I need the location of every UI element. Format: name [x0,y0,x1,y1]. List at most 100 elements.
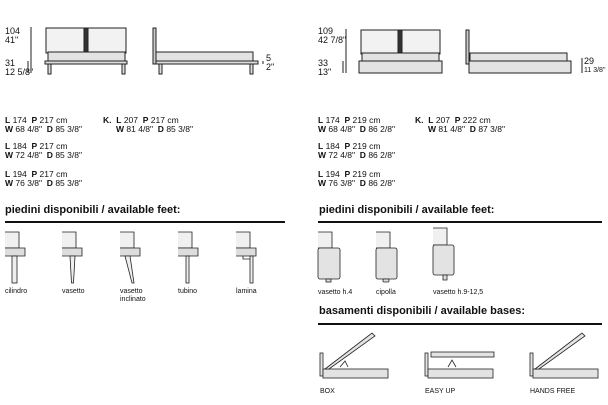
d-label: D [359,124,366,134]
left-base-dim: 31 12 5/8" [5,59,33,77]
dim-value: 12 5/8" [5,67,34,77]
p-label: P [454,115,461,125]
d-label: D [469,124,476,134]
foot-label: cipolla [376,289,396,296]
spec-value: 217 cm [39,141,68,151]
p-label: P [344,169,351,179]
w-label: W [5,178,14,188]
king-label: K. [103,115,112,125]
foot-label: vasetto h.4 [318,289,353,296]
l-label: L [428,115,434,125]
p-label: P [31,115,38,125]
spec-value: 76 3/8" [15,178,43,188]
dim-value: 42 7/8" [318,35,347,45]
spec-value: 86 2/8" [368,178,395,188]
foot-label: tubino [178,288,198,295]
p-label: P [31,141,38,151]
dim-value: 33 [318,58,329,68]
base-label: EASY UP [425,388,456,395]
spec-block: L 194 P 219 cm W 76 3/8" D 86 2/8" [318,170,395,188]
spec-value: 86 2/8" [368,150,395,160]
left-height-dim: 104 41" [5,27,20,45]
p-label: P [344,141,351,151]
feet-heading: piedini disponibili / available feet: [5,204,181,216]
spec-value: 194 [325,169,340,179]
p-label: P [31,169,38,179]
w-label: W [318,178,327,188]
spec-value: 76 3/8" [328,178,356,188]
right-base-dim: 33 13" [318,59,331,77]
spec-value: 217 cm [39,169,68,179]
foot-label: vasetto inclinato [120,288,146,303]
spec-block: L 184 P 217 cm W 72 4/8" D 85 3/8" [5,142,82,160]
foot-label: lamina [236,288,257,295]
king-spec-block: K. L 207 P 217 cm W 81 4/8" D 85 3/8" [103,116,193,134]
dim-value: 5 [266,53,272,63]
d-label: D [359,178,366,188]
dim-value: 11 3/8" [584,67,606,74]
dim-value: 2" [266,62,275,72]
w-label: W [5,124,14,134]
right-feet-icons-2 [375,227,455,283]
spec-value: 219 cm [352,169,381,179]
king-label: K. [415,115,424,125]
d-label: D [46,124,53,134]
right-bed-drawings [342,29,583,74]
foot-label: vasetto [62,288,85,295]
feet-icons [5,231,257,284]
divider [318,323,602,325]
dim-value: 31 [5,58,16,68]
spec-value: 85 3/8" [166,124,193,134]
left-bed-drawings [27,27,264,75]
spec-value: 219 cm [352,115,381,125]
p-label: P [142,115,149,125]
bases-heading: basamenti disponibili / available bases: [319,305,526,317]
l-label: L [5,115,11,125]
left-leg-dim: 5 2" [266,54,274,72]
base-label: HANDS FREE [530,388,576,395]
dim-value: 29 [584,56,595,66]
spec-block: L 194 P 217 cm W 76 3/8" D 85 3/8" [5,170,82,188]
w-label: W [318,124,327,134]
spec-value: 184 [325,141,340,151]
spec-value: 86 2/8" [368,124,395,134]
spec-value: 81 4/8" [126,124,154,134]
spec-value: 68 4/8" [328,124,356,134]
l-label: L [116,115,122,125]
spec-value: 87 3/8" [478,124,505,134]
foot-label: cilindro [5,288,28,295]
spec-block: L 174 P 219 cm W 68 4/8" D 86 2/8" [318,116,395,134]
l-label: L [318,169,324,179]
l-label: L [318,141,324,151]
spec-value: 174 [325,115,340,125]
spec-value: 85 3/8" [55,178,82,188]
d-label: D [359,150,366,160]
spec-value: 207 [435,115,450,125]
spec-value: 194 [12,169,27,179]
right-side-dim: 29 11 3/8" [584,57,605,75]
dim-value: 13" [318,67,332,77]
spec-value: 81 4/8" [438,124,466,134]
w-label: W [428,124,437,134]
spec-value: 184 [12,141,27,151]
dim-value: 104 [5,26,21,36]
d-label: D [46,178,53,188]
w-label: W [116,124,125,134]
l-label: L [318,115,324,125]
king-spec-block: K. L 207 P 222 cm W 81 4/8" D 87 3/8" [415,116,505,134]
spec-value: 68 4/8" [15,124,43,134]
spec-value: 219 cm [352,141,381,151]
p-label: P [344,115,351,125]
divider [5,221,285,223]
w-label: W [5,150,14,160]
spec-block: L 174 P 217 cm W 68 4/8" D 85 3/8" [5,116,82,134]
d-label: D [46,150,53,160]
l-label: L [5,169,11,179]
feet-heading: piedini disponibili / available feet: [319,204,495,216]
d-label: D [157,124,164,134]
spec-block: L 184 P 219 cm W 72 4/8" D 86 2/8" [318,142,395,160]
foot-label: vasetto h.9-12,5 [433,289,484,296]
spec-value: 72 4/8" [328,150,356,160]
dim-value: 41" [5,35,19,45]
